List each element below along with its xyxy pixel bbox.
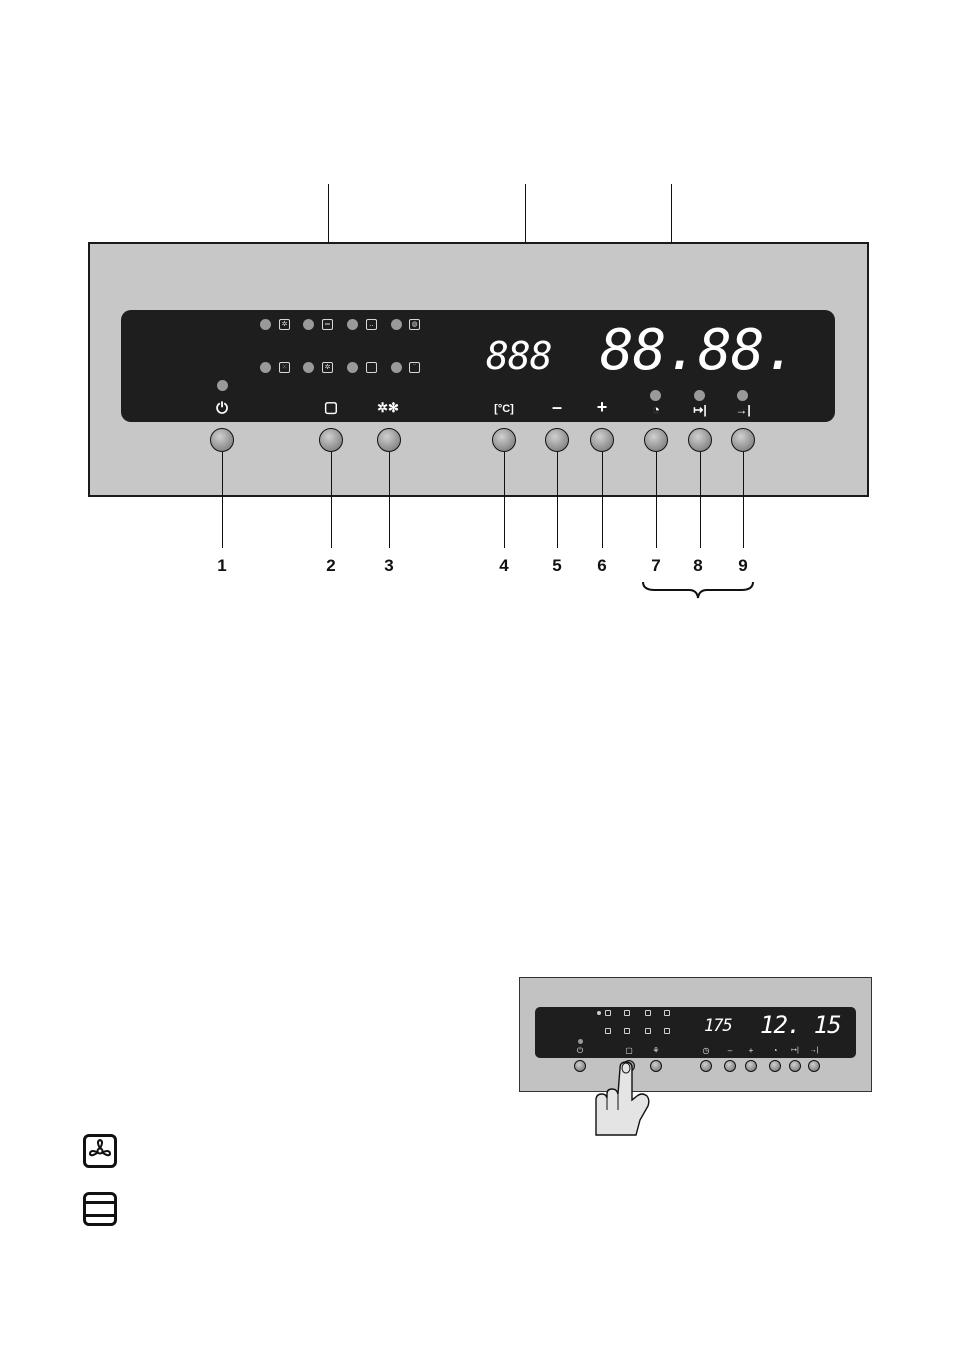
function-led: [391, 362, 402, 373]
small-duration-button[interactable]: [789, 1060, 801, 1072]
small-end-time-button[interactable]: [808, 1060, 820, 1072]
minus-icon: –: [542, 398, 572, 416]
pizza-icon: ◍: [409, 319, 420, 330]
small-power-icon: ⏻: [574, 1047, 586, 1055]
pointing-hand-icon: [590, 1060, 660, 1136]
leader-line-9: [743, 452, 744, 548]
power-icon: ⏻: [207, 400, 237, 418]
oven-function-icon: ▢: [316, 399, 346, 417]
top-bottom-heat-icon: ═: [322, 319, 333, 330]
small-clock-button[interactable]: [769, 1060, 781, 1072]
small-top-bottom-icon: [624, 1010, 630, 1016]
small-clock-icon: ◔: [769, 1047, 781, 1055]
small-minus-button[interactable]: [724, 1060, 736, 1072]
function-led: [347, 362, 358, 373]
small-fan-grill-icon: [624, 1028, 630, 1034]
small-conventional-icon: [645, 1028, 651, 1034]
minus-button[interactable]: [545, 428, 569, 452]
small-duration-icon: ↦|: [789, 1047, 801, 1055]
duration-icon: ↦|: [685, 401, 715, 419]
small-power-led: [578, 1039, 583, 1044]
clock-icon: ◔: [641, 401, 671, 419]
end-time-button[interactable]: [731, 428, 755, 452]
end-time-icon: →|: [728, 401, 758, 419]
clock-display: 88.88.: [600, 322, 796, 380]
leader-line-8: [700, 452, 701, 548]
small-led: [597, 1011, 601, 1015]
callout-2: 2: [316, 556, 346, 576]
small-temperature-icon: ◷: [700, 1047, 712, 1055]
clock-button[interactable]: [644, 428, 668, 452]
function-led: [347, 319, 358, 330]
leader-line-5: [557, 452, 558, 548]
function-led: [260, 362, 271, 373]
plus-button[interactable]: [590, 428, 614, 452]
leader-line-1: [222, 452, 223, 548]
leader-line-2: [331, 452, 332, 548]
function-led: [260, 319, 271, 330]
small-fan-defrost-icon: ⚘: [650, 1047, 662, 1055]
small-on-off-button[interactable]: [574, 1060, 586, 1072]
temperature-button[interactable]: [492, 428, 516, 452]
small-end-time-icon: →|: [808, 1047, 820, 1055]
small-plus-button[interactable]: [745, 1060, 757, 1072]
oven-function-button[interactable]: [319, 428, 343, 452]
leader-line-7: [656, 452, 657, 548]
small-plus-icon: +: [745, 1047, 757, 1055]
callout-6: 6: [587, 556, 617, 576]
fan-icon: ✲: [279, 319, 290, 330]
callout-7: 7: [641, 556, 671, 576]
callout-1: 1: [207, 556, 237, 576]
callout-3: 3: [374, 556, 404, 576]
callout-9: 9: [728, 556, 758, 576]
callout-8: 8: [683, 556, 713, 576]
function-led: [303, 362, 314, 373]
small-fan-icon: [605, 1010, 611, 1016]
duration-led: [694, 390, 705, 401]
bottom-heat-icon: ‥: [366, 319, 377, 330]
conventional-icon: [366, 362, 377, 373]
small-grill-icon: [605, 1028, 611, 1034]
conventional-cooking-icon: [83, 1192, 117, 1226]
on-off-button[interactable]: [210, 428, 234, 452]
small-pizza-icon: [664, 1010, 670, 1016]
fan-cooking-icon: [83, 1134, 117, 1168]
leader-line-4: [504, 452, 505, 548]
duration-button[interactable]: [688, 428, 712, 452]
clock-led: [650, 390, 661, 401]
small-minus-icon: –: [724, 1047, 736, 1055]
temperature-icon: [°C]: [489, 400, 519, 418]
callout-4: 4: [489, 556, 519, 576]
small-top-heat-icon: [664, 1028, 670, 1034]
power-led: [217, 380, 228, 391]
small-oven-function-icon: ▢: [623, 1047, 635, 1055]
top-heat-icon: ¨: [409, 362, 420, 373]
brace-clock-buttons: [641, 580, 755, 600]
leader-line-3: [389, 452, 390, 548]
grill-icon: ⁙: [279, 362, 290, 373]
temperature-display: 888: [486, 336, 552, 376]
small-bottom-heat-icon: [645, 1010, 651, 1016]
small-temperature-button[interactable]: [700, 1060, 712, 1072]
function-led: [303, 319, 314, 330]
function-led: [391, 319, 402, 330]
end-time-led: [737, 390, 748, 401]
fan-grill-icon: ✲: [322, 362, 333, 373]
callout-5: 5: [542, 556, 572, 576]
fan-defrost-icon: ✲✻: [373, 399, 403, 417]
leader-line-6: [602, 452, 603, 548]
fan-defrost-button[interactable]: [377, 428, 401, 452]
small-temperature-display: 175: [704, 1017, 732, 1035]
small-clock-display: 12. 15: [760, 1012, 841, 1038]
plus-icon: +: [587, 398, 617, 416]
